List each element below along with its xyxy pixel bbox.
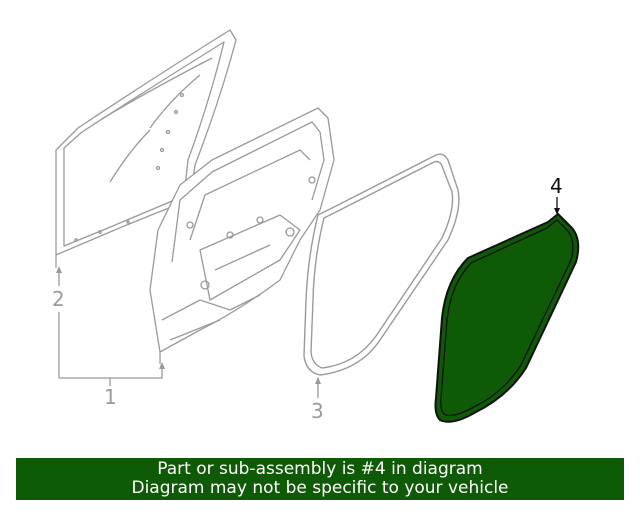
highlighted-door-seal[interactable]	[434, 213, 580, 423]
highlight-leader	[554, 197, 560, 215]
callout-label-2: 2	[52, 287, 65, 311]
door-weatherstrip[interactable]	[303, 153, 460, 390]
leader-arrowheads	[56, 266, 321, 384]
leader-lines	[58, 268, 319, 398]
door-shell[interactable]	[149, 107, 335, 364]
banner-line-1: Part or sub-assembly is #4 in diagram	[157, 459, 483, 479]
banner-background	[16, 458, 624, 500]
callout-label-1: 1	[104, 385, 117, 409]
callout-label-3: 3	[311, 399, 324, 423]
callout-label-4: 4	[550, 174, 563, 198]
banner-line-2: Diagram may not be specific to your vehi…	[131, 478, 509, 498]
outer-door-panel[interactable]	[55, 29, 237, 268]
info-banner: Part or sub-assembly is #4 in diagram Di…	[16, 458, 624, 500]
seal-outer	[434, 213, 580, 423]
seal-inner-line	[440, 219, 574, 417]
